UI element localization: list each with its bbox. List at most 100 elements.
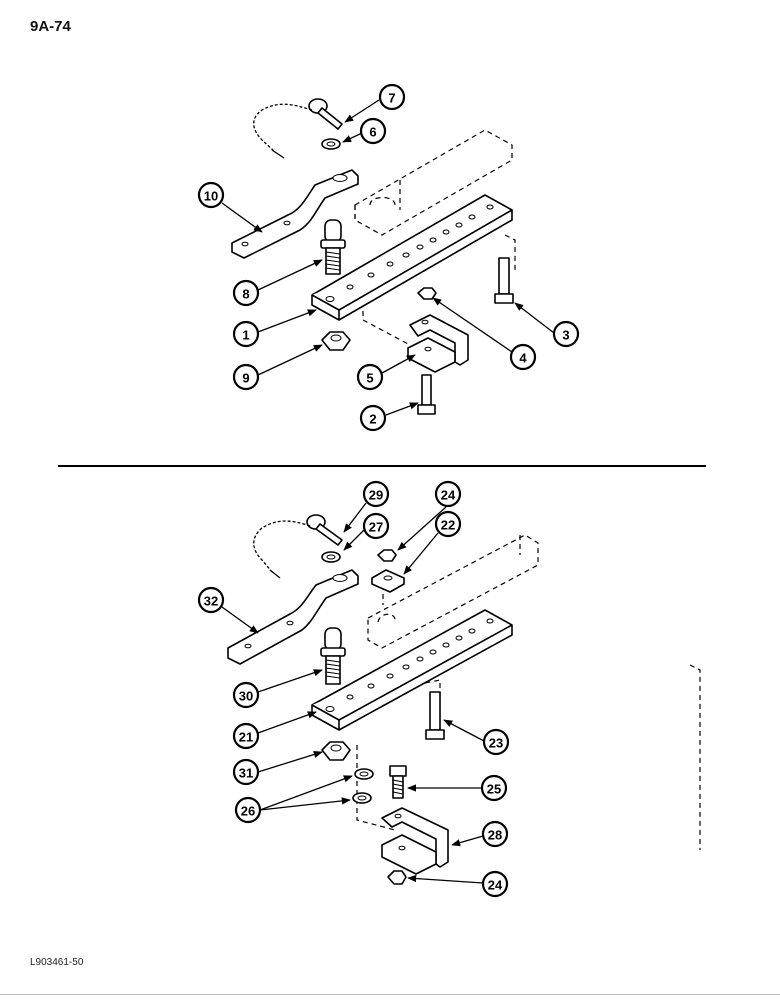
lower-nut (321, 741, 351, 761)
callout-27: 27 (362, 512, 390, 540)
callout-31: 31 (232, 758, 260, 786)
svg-text:6: 6 (369, 125, 376, 140)
svg-text:32: 32 (204, 594, 218, 609)
callout-21: 21 (232, 722, 260, 750)
upper-hitch-strap (231, 169, 359, 259)
callout-2: 2 (359, 404, 387, 432)
svg-text:28: 28 (488, 828, 502, 843)
leader-8 (257, 259, 323, 291)
lower-bracket (381, 807, 449, 875)
svg-text:31: 31 (239, 766, 253, 781)
svg-text:24: 24 (441, 488, 456, 503)
lower-drawbar (311, 609, 513, 731)
svg-text:27: 27 (369, 520, 383, 535)
lower-small-nut-top (377, 549, 397, 562)
lower-drawbar-ghost (367, 534, 539, 649)
upper-bolt-short (417, 374, 436, 415)
svg-text:10: 10 (204, 189, 218, 204)
callout-29: 29 (362, 480, 390, 508)
svg-text:3: 3 (562, 328, 569, 343)
lower-guide-line-3 (689, 664, 701, 850)
callout-22: 22 (434, 510, 462, 538)
callout-26: 26 (234, 796, 262, 824)
callout-23: 23 (482, 728, 510, 756)
svg-text:29: 29 (369, 488, 383, 503)
callout-1: 1 (232, 320, 260, 348)
callout-4: 4 (509, 343, 537, 371)
leader-2 (385, 402, 419, 416)
callout-28: 28 (481, 820, 509, 848)
leader-24-top (397, 506, 447, 551)
leader-10 (221, 202, 263, 233)
callout-3: 3 (552, 320, 580, 348)
callout-10: 10 (197, 181, 225, 209)
leader-3 (514, 302, 555, 334)
leader-24-bottom (407, 874, 484, 884)
lower-small-nut-bottom (387, 870, 407, 885)
svg-text:5: 5 (366, 371, 373, 386)
callout-6: 6 (359, 117, 387, 145)
upper-guide-line (362, 275, 411, 346)
lower-bolt-short (389, 765, 407, 799)
lower-hitch-strap (227, 569, 359, 665)
lower-washer-a-hole (359, 771, 369, 777)
leader-26a (259, 775, 353, 811)
leader-6 (342, 132, 363, 143)
lower-washer-top-hole (326, 554, 336, 560)
svg-text:8: 8 (242, 287, 249, 302)
svg-text:7: 7 (388, 91, 395, 106)
callout-30: 30 (232, 681, 260, 709)
svg-text:22: 22 (441, 518, 455, 533)
callout-32: 32 (197, 586, 225, 614)
leader-4 (432, 297, 513, 353)
lower-guide-line-4 (356, 745, 396, 831)
svg-text:2: 2 (369, 412, 376, 427)
callout-8: 8 (232, 279, 260, 307)
lower-bolt-long (425, 691, 445, 740)
upper-drawbar (311, 194, 513, 321)
svg-text:1: 1 (242, 328, 249, 343)
svg-text:24: 24 (488, 878, 503, 893)
upper-lock-pin (253, 98, 343, 159)
lower-hitch-pin (320, 627, 346, 685)
upper-guide-line-2 (504, 234, 516, 270)
lower-washer-b-hole (357, 795, 367, 801)
upper-small-nut (417, 287, 437, 300)
svg-text:30: 30 (239, 689, 253, 704)
lower-square-washer (371, 569, 405, 593)
leader-7 (344, 99, 380, 123)
upper-drawbar-ghost (354, 129, 513, 236)
leader-30 (257, 669, 323, 693)
leader-31 (257, 750, 323, 773)
leader-21 (257, 711, 317, 734)
callout-25: 25 (480, 774, 508, 802)
lower-lock-pin (253, 514, 343, 579)
upper-hitch-pin (320, 219, 346, 275)
leader-28 (451, 835, 484, 847)
callout-24-top: 24 (434, 480, 462, 508)
svg-text:4: 4 (519, 351, 527, 366)
leader-22 (403, 532, 439, 575)
svg-text:25: 25 (487, 782, 501, 797)
upper-bolt-long (494, 257, 514, 304)
leader-26b (259, 797, 351, 811)
svg-text:21: 21 (239, 730, 253, 745)
upper-nut (321, 331, 351, 351)
leader-9 (257, 344, 323, 376)
callout-5: 5 (356, 363, 384, 391)
svg-text:9: 9 (242, 371, 249, 386)
callout-7: 7 (378, 83, 406, 111)
leader-5 (381, 354, 416, 374)
leader-32 (221, 606, 259, 634)
callout-9: 9 (232, 363, 260, 391)
svg-text:26: 26 (241, 804, 255, 819)
svg-text:23: 23 (489, 736, 503, 751)
upper-washer-hole (326, 141, 336, 147)
leader-1 (257, 309, 317, 333)
lower-assembly: 29 27 24 22 32 30 21 23 31 26 25 28 24 (197, 480, 701, 898)
leader-27 (343, 529, 365, 551)
page-number: 9A-74 (30, 18, 71, 35)
leader-29 (343, 502, 367, 533)
leader-23 (443, 719, 485, 742)
